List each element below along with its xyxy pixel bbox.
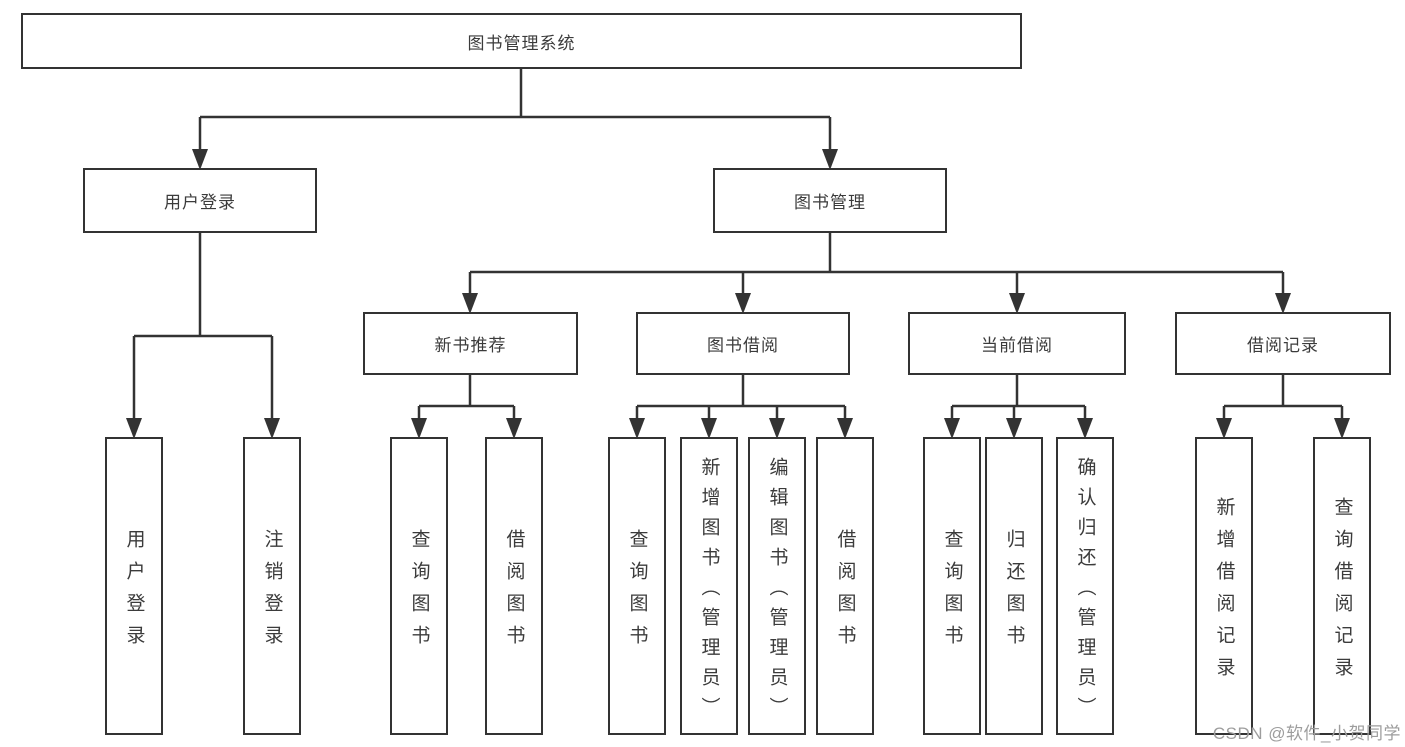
node-book-borrowing: 图书借阅 [636, 312, 850, 375]
arrowhead-icon [701, 418, 717, 439]
leaf-bb-query-books: 查询图书 [608, 437, 666, 735]
leaf-br-add-record: 新增借阅记录 [1195, 437, 1253, 735]
node-book-borrowing-label: 图书借阅 [707, 336, 779, 355]
arrowhead-icon [1009, 293, 1025, 314]
node-root-label: 图书管理系统 [467, 33, 576, 53]
leaf-br-query-record: 查询借阅记录 [1313, 437, 1371, 735]
leaf-rec-borrow-books-label: 借阅图书 [503, 528, 525, 657]
leaf-cb-return-books: 归还图书 [985, 437, 1043, 735]
node-new-book-recommendation: 新书推荐 [363, 312, 578, 375]
leaf-user-login-label: 用户登录 [123, 528, 145, 657]
arrowhead-icon [126, 418, 142, 439]
arrowhead-icon [462, 293, 478, 314]
arrowhead-icon [837, 418, 853, 439]
leaf-bb-query-books-label: 查询图书 [626, 528, 648, 657]
leaf-br-add-record-label: 新增借阅记录 [1213, 496, 1235, 689]
leaf-logout: 注销登录 [243, 437, 301, 735]
leaf-bb-add-books-admin-label: 新增图书（管理员） [698, 456, 720, 727]
leaf-cb-confirm-return-admin-label: 确认归还（管理员） [1074, 456, 1096, 727]
leaf-bb-borrow-books-label: 借阅图书 [834, 528, 856, 657]
node-new-book-recommendation-label: 新书推荐 [434, 336, 507, 355]
leaf-user-login: 用户登录 [105, 437, 163, 735]
arrowhead-icon [264, 418, 280, 439]
arrowhead-icon [192, 149, 208, 170]
leaf-cb-query-books-label: 查询图书 [941, 528, 963, 657]
leaf-rec-borrow-books: 借阅图书 [485, 437, 543, 735]
arrowhead-icon [1006, 418, 1022, 439]
leaf-bb-add-books-admin: 新增图书（管理员） [680, 437, 738, 735]
leaf-bb-borrow-books: 借阅图书 [816, 437, 874, 735]
leaf-cb-return-books-label: 归还图书 [1003, 528, 1025, 657]
leaf-rec-query-books: 查询图书 [390, 437, 448, 735]
arrowhead-icon [629, 418, 645, 439]
leaf-br-query-record-label: 查询借阅记录 [1331, 496, 1353, 689]
node-user-login: 用户登录 [83, 168, 317, 233]
node-current-borrowing: 当前借阅 [908, 312, 1126, 375]
arrowhead-icon [1334, 418, 1350, 439]
arrowhead-icon [1275, 293, 1291, 314]
node-root: 图书管理系统 [21, 13, 1022, 69]
node-borrowing-records-label: 借阅记录 [1247, 336, 1319, 355]
node-book-management-label: 图书管理 [794, 193, 866, 212]
arrowhead-icon [506, 418, 522, 439]
leaf-logout-label: 注销登录 [261, 528, 283, 657]
node-borrowing-records: 借阅记录 [1175, 312, 1391, 375]
arrowhead-icon [944, 418, 960, 439]
arrowhead-icon [411, 418, 427, 439]
arrowhead-icon [822, 149, 838, 170]
node-current-borrowing-label: 当前借阅 [981, 336, 1053, 355]
leaf-bb-edit-books-admin-label: 编辑图书（管理员） [766, 456, 788, 727]
leaf-cb-confirm-return-admin: 确认归还（管理员） [1056, 437, 1114, 735]
leaf-rec-query-books-label: 查询图书 [408, 528, 430, 657]
leaf-bb-edit-books-admin: 编辑图书（管理员） [748, 437, 806, 735]
arrowhead-icon [735, 293, 751, 314]
arrowhead-icon [1216, 418, 1232, 439]
arrowhead-icon [1077, 418, 1093, 439]
node-user-login-label: 用户登录 [164, 193, 236, 212]
arrowhead-icon [769, 418, 785, 439]
node-book-management: 图书管理 [713, 168, 947, 233]
leaf-cb-query-books: 查询图书 [923, 437, 981, 735]
